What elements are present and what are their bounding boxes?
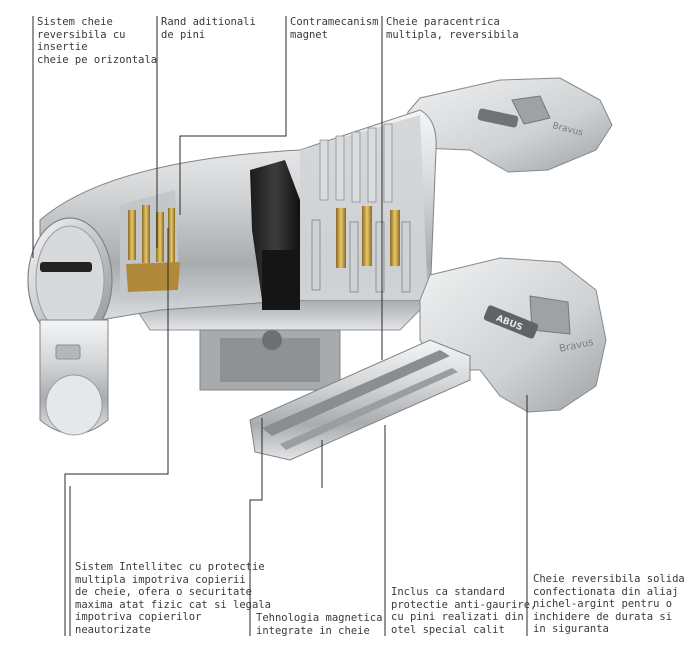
label-paracentric-key: Cheie paracentrica multipla, reversibila: [386, 16, 519, 41]
label-magnetic-technology: Tehnologia magnetica integrate in cheie: [256, 612, 383, 637]
label-solid-reversible-key: Cheie reversibila solida confectionata d…: [533, 573, 685, 635]
label-magnet-counter-mechanism: Contramecanism magnet: [290, 16, 379, 41]
label-reversible-key-system: Sistem cheie reversibila cu insertie che…: [37, 16, 158, 66]
pins-rear: [311, 123, 411, 293]
pins-front: [126, 205, 180, 292]
back-key: Bravus: [403, 77, 613, 173]
label-anti-drilling: Inclus ca standard protectie anti-gaurir…: [391, 586, 537, 636]
label-additional-pin-rows: Rand aditionali de pini: [161, 16, 256, 41]
leader-lines: [32, 16, 528, 636]
label-intellitec-system: Sistem Intellitec cu protectie multipla …: [75, 561, 271, 636]
front-key: Bravus ABUS: [249, 257, 607, 461]
